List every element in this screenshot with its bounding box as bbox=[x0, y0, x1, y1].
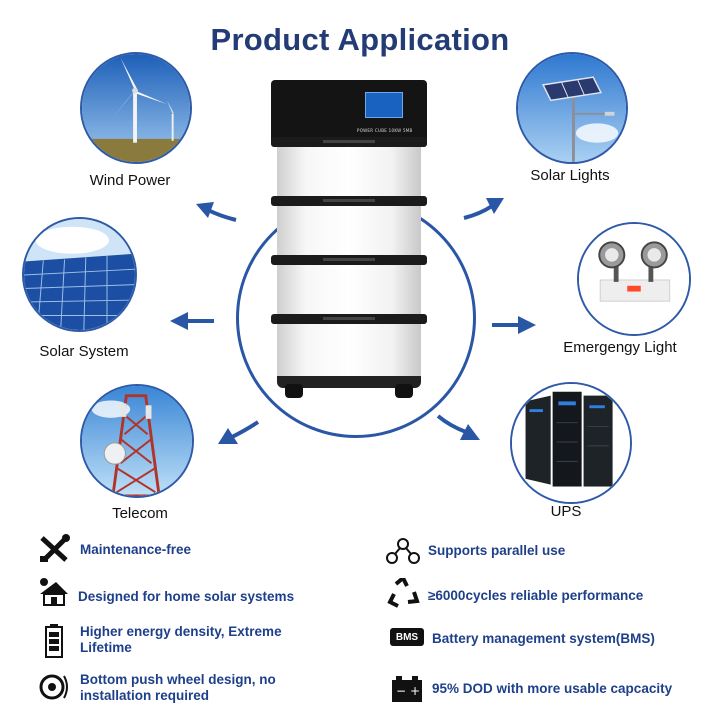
telecom-tower-icon bbox=[80, 384, 194, 498]
arrow-icon bbox=[492, 310, 538, 340]
feature-text: Supports parallel use bbox=[428, 543, 566, 558]
ups-cabinet-icon bbox=[510, 382, 632, 504]
arrow-icon bbox=[214, 418, 260, 448]
feature-text: Bottom push wheel design, no installatio… bbox=[80, 672, 276, 703]
battery-control-module: POWER CUBE 10KW 5MB bbox=[271, 80, 427, 142]
battery-band bbox=[271, 314, 427, 324]
feature-text: Designed for home solar systems bbox=[78, 589, 295, 604]
feature-push-wheel: Bottom push wheel design, no installatio… bbox=[38, 672, 320, 704]
arrow-icon bbox=[462, 192, 508, 222]
battery-wheel bbox=[395, 384, 413, 398]
app-label-solar-lights: Solar Lights bbox=[530, 167, 610, 184]
feature-text: 95% DOD with more usable capcacity bbox=[432, 681, 673, 696]
battery-band bbox=[271, 196, 427, 206]
feature-text: Higher energy density, Extreme Lifetime bbox=[80, 624, 282, 655]
feature-maintenance-free: Maintenance-free bbox=[38, 534, 191, 564]
battery-lcd-screen bbox=[365, 92, 403, 118]
feature-parallel-use: Supports parallel use bbox=[386, 536, 565, 566]
svg-text:−: − bbox=[396, 684, 406, 698]
feature-text: Maintenance-free bbox=[80, 542, 192, 557]
battery-stack-image: POWER CUBE 10KW 5MB bbox=[271, 80, 427, 400]
feature-home-solar: Designed for home solar systems bbox=[36, 576, 294, 606]
app-label-emergency: Emergengy Light bbox=[563, 339, 677, 356]
arrow-icon bbox=[436, 412, 482, 442]
solar-panel-icon bbox=[22, 217, 137, 332]
battery-module bbox=[277, 258, 421, 316]
app-label-solar-system: Solar System bbox=[39, 343, 129, 360]
battery-model-text: POWER CUBE 10KW 5MB bbox=[357, 128, 413, 133]
solar-home-icon bbox=[36, 576, 70, 606]
bms-icon: BMS bbox=[390, 624, 424, 654]
battery-wheel bbox=[285, 384, 303, 398]
battery-module bbox=[277, 316, 421, 376]
battery-level-icon bbox=[38, 624, 72, 658]
feature-bms: BMS Battery management system(BMS) bbox=[390, 624, 655, 654]
app-label-wind: Wind Power bbox=[89, 172, 171, 189]
emergency-light-icon bbox=[577, 222, 691, 336]
recycle-icon bbox=[386, 578, 420, 608]
feature-dod: −+ 95% DOD with more usable capcacity bbox=[390, 674, 672, 704]
battery-module bbox=[277, 142, 421, 200]
feature-text: ≥6000cycles reliable performance bbox=[428, 588, 644, 603]
svg-text:+: + bbox=[410, 684, 420, 698]
battery-module bbox=[277, 200, 421, 258]
app-label-ups: UPS bbox=[550, 503, 582, 520]
arrow-icon bbox=[192, 196, 238, 226]
tools-icon bbox=[38, 534, 72, 564]
battery-base bbox=[277, 376, 421, 388]
feature-cycles: ≥6000cycles reliable performance bbox=[386, 578, 643, 608]
arrow-icon bbox=[168, 306, 214, 336]
battery-band bbox=[271, 137, 427, 147]
app-label-telecom: Telecom bbox=[112, 505, 168, 522]
battery-band bbox=[271, 255, 427, 265]
wind-turbine-icon bbox=[80, 52, 192, 164]
page-title: Product Application bbox=[210, 22, 510, 57]
feature-text: Battery management system(BMS) bbox=[432, 631, 655, 646]
battery-plus-minus-icon: −+ bbox=[390, 674, 424, 704]
feature-energy-density: Higher energy density, Extreme Lifetime bbox=[38, 624, 320, 658]
parallel-nodes-icon bbox=[386, 536, 420, 566]
wheel-icon bbox=[38, 672, 72, 702]
solar-street-light-icon bbox=[516, 52, 628, 164]
